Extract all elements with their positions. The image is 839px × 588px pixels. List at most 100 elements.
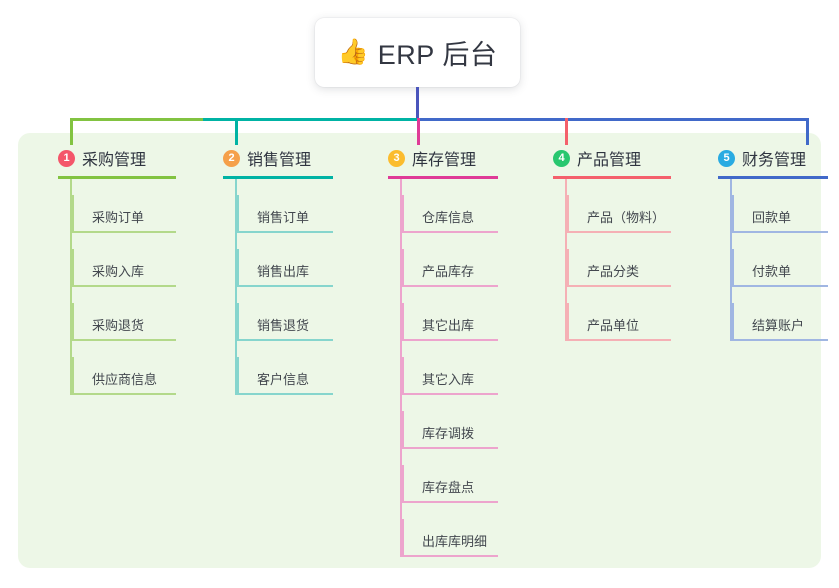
leaf-item[interactable]: 销售订单 — [237, 195, 333, 233]
branch-underline-5 — [718, 176, 828, 179]
branch-underline-2 — [223, 176, 333, 179]
leaf-underline — [237, 285, 333, 287]
leaf-connector — [237, 357, 239, 395]
leaf-connector — [567, 249, 569, 287]
leaf-item[interactable]: 销售退货 — [237, 303, 333, 341]
branch-title-5: 财务管理 — [742, 152, 807, 169]
drop-finance — [806, 118, 809, 145]
leaf-item[interactable]: 产品分类 — [567, 249, 671, 287]
leaf-item[interactable]: 库存盘点 — [402, 465, 498, 503]
leaf-connector — [567, 303, 569, 341]
leaf-item[interactable]: 库存调拨 — [402, 411, 498, 449]
leaf-connector — [402, 465, 404, 503]
root-trunk-line — [416, 87, 419, 121]
leaf-item[interactable]: 供应商信息 — [72, 357, 176, 395]
leaf-label: 销售订单 — [257, 210, 310, 225]
leaf-connector — [72, 195, 74, 233]
leaf-item[interactable]: 其它入库 — [402, 357, 498, 395]
leaf-underline — [72, 231, 176, 233]
leaf-label: 采购退货 — [92, 318, 145, 333]
leaf-connector — [72, 303, 74, 341]
leaf-connector — [402, 303, 404, 341]
leaf-label: 供应商信息 — [92, 372, 158, 387]
leaf-connector — [402, 519, 404, 557]
leaf-underline — [72, 285, 176, 287]
leaf-item[interactable]: 采购入库 — [72, 249, 176, 287]
drop-inventory — [417, 118, 420, 145]
leaf-label: 付款单 — [752, 264, 792, 279]
leaf-item[interactable]: 销售出库 — [237, 249, 333, 287]
leaf-label: 销售退货 — [257, 318, 310, 333]
leaf-underline — [237, 339, 333, 341]
leaf-item[interactable]: 结算账户 — [732, 303, 828, 341]
root-node-title: ERP 后台 — [377, 40, 498, 70]
diagram-canvas — [18, 133, 821, 568]
branch-column-4: 4 产品管理产品（物料） 产品分类产品单位 — [533, 146, 681, 341]
leaf-item[interactable]: 其它出库 — [402, 303, 498, 341]
bus-segment-sales — [203, 118, 417, 121]
leaf-item[interactable]: 产品单位 — [567, 303, 671, 341]
leaf-label: 库存盘点 — [422, 480, 475, 495]
leaf-item[interactable]: 客户信息 — [237, 357, 333, 395]
bus-segment-purchase — [70, 118, 203, 121]
branch-title-4: 产品管理 — [577, 152, 642, 169]
leaf-underline — [402, 285, 498, 287]
leaf-item[interactable]: 采购退货 — [72, 303, 176, 341]
leaf-label: 库存调拨 — [422, 426, 475, 441]
leaf-connector — [402, 195, 404, 233]
leaf-underline — [72, 339, 176, 341]
branch-underline-3 — [388, 176, 498, 179]
leaf-underline — [567, 231, 671, 233]
branch-spine-2 — [235, 179, 237, 395]
leaf-label: 其它出库 — [422, 318, 475, 333]
root-node-card[interactable]: 👍 ERP 后台 — [315, 18, 520, 87]
leaf-connector — [237, 303, 239, 341]
branch-badge-1: 1 — [58, 149, 75, 167]
leaf-connector — [72, 249, 74, 287]
leaf-connector — [732, 303, 734, 341]
leaf-label: 结算账户 — [752, 318, 805, 333]
leaf-item[interactable]: 产品库存 — [402, 249, 498, 287]
branch-header-4[interactable]: 4 产品管理 — [533, 146, 681, 170]
leaf-item[interactable]: 出库库明细 — [402, 519, 498, 557]
leaf-item[interactable]: 产品（物料） — [567, 195, 671, 233]
leaf-connector — [732, 195, 734, 233]
leaf-underline — [567, 285, 671, 287]
leaf-connector — [402, 249, 404, 287]
leaf-underline — [402, 555, 498, 557]
thumbs-up-emoji: 👍 — [337, 38, 369, 66]
leaf-label: 其它入库 — [422, 372, 475, 387]
drop-product — [565, 118, 568, 145]
leaf-item[interactable]: 付款单 — [732, 249, 828, 287]
branch-spine-3 — [400, 179, 402, 557]
leaf-underline — [567, 339, 671, 341]
leaf-connector — [237, 249, 239, 287]
branch-underline-4 — [553, 176, 671, 179]
leaf-label: 回款单 — [752, 210, 792, 225]
leaf-connector — [402, 357, 404, 395]
leaf-connector — [72, 357, 74, 395]
leaf-item[interactable]: 回款单 — [732, 195, 828, 233]
leaf-underline — [237, 231, 333, 233]
branch-spine-1 — [70, 179, 72, 395]
leaf-underline — [402, 231, 498, 233]
branch-badge-4: 4 — [553, 149, 570, 167]
leaf-underline — [402, 393, 498, 395]
drop-sales — [235, 118, 238, 145]
leaf-item[interactable]: 仓库信息 — [402, 195, 498, 233]
leaf-connector — [402, 411, 404, 449]
leaf-label: 仓库信息 — [422, 210, 475, 225]
leaf-underline — [732, 285, 828, 287]
leaf-label: 产品分类 — [587, 264, 640, 279]
branch-spine-5 — [730, 179, 732, 341]
leaf-item[interactable]: 采购订单 — [72, 195, 176, 233]
leaf-label: 采购入库 — [92, 264, 145, 279]
